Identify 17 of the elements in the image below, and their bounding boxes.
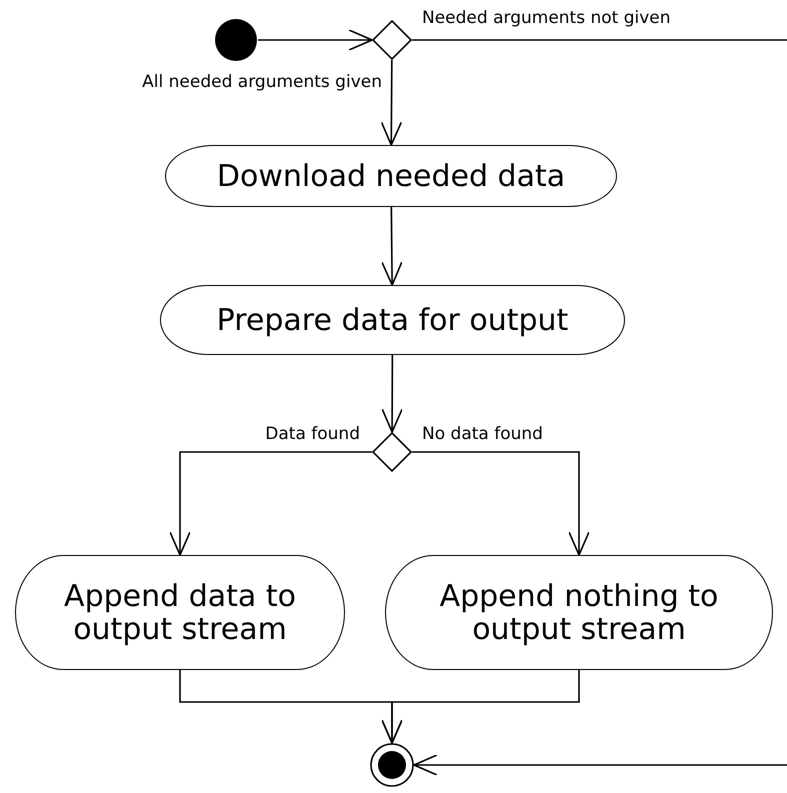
start-node (214, 18, 258, 62)
edge-label: All needed arguments given (140, 72, 384, 92)
action-label: Prepare data for output (216, 304, 568, 336)
arrow (258, 29, 373, 51)
arrow (381, 207, 403, 286)
action-label: Append nothing to output stream (438, 580, 720, 646)
arrow (380, 60, 402, 146)
action-label: Download needed data (216, 160, 566, 192)
arrow (381, 355, 403, 433)
arrow (169, 451, 372, 556)
action-label: Append data to output stream (63, 580, 297, 646)
decision-diamond (372, 20, 412, 60)
decision-diamond (372, 432, 412, 472)
arrow (413, 754, 787, 776)
arrow (412, 451, 590, 556)
end-node (370, 743, 414, 787)
arrow (381, 670, 580, 744)
